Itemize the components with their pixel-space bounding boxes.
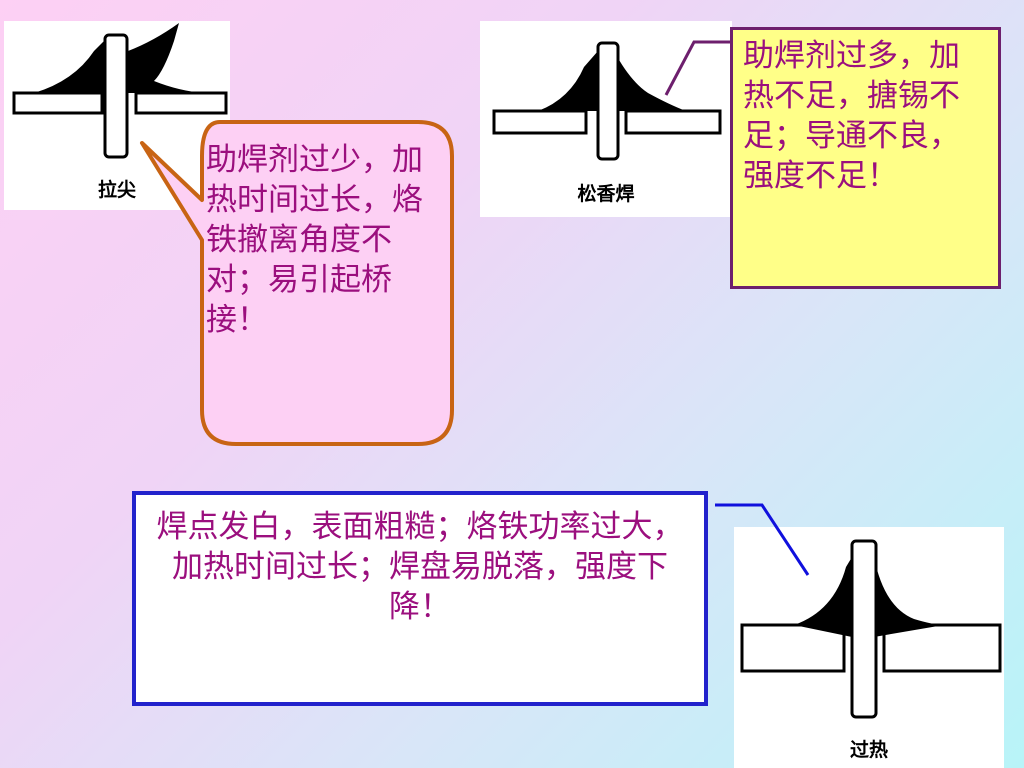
caption-guore: 过热 — [849, 739, 888, 761]
note-too-much-flux: 助焊剂过多，加热不足，搪锡不足；导通不良，强度不足！ — [730, 27, 1001, 289]
pink-speech-bubble — [140, 120, 454, 446]
note-overheat: 焊点发白，表面粗糙；烙铁功率过大，加热时间过长；焊盘易脱落，强度下降！ — [132, 491, 708, 706]
panel-guore: 过热 — [734, 527, 1004, 768]
caption-songxiang: 松香焊 — [577, 183, 635, 205]
connector-line-blue — [715, 503, 810, 576]
panel-lajian: 拉尖 — [4, 21, 230, 210]
solder-joint-guore-diagram — [740, 539, 1002, 719]
solder-joint-lajian-diagram — [12, 23, 228, 159]
solder-joint-songxiang-diagram — [492, 41, 722, 161]
note-too-little-flux: 助焊剂过少，加热时间过长，烙铁撤离角度不对；易引起桥接！ — [206, 142, 423, 338]
panel-songxiang: 松香焊 — [480, 21, 732, 217]
connector-line-yellow — [664, 40, 730, 96]
caption-lajian: 拉尖 — [97, 179, 136, 201]
